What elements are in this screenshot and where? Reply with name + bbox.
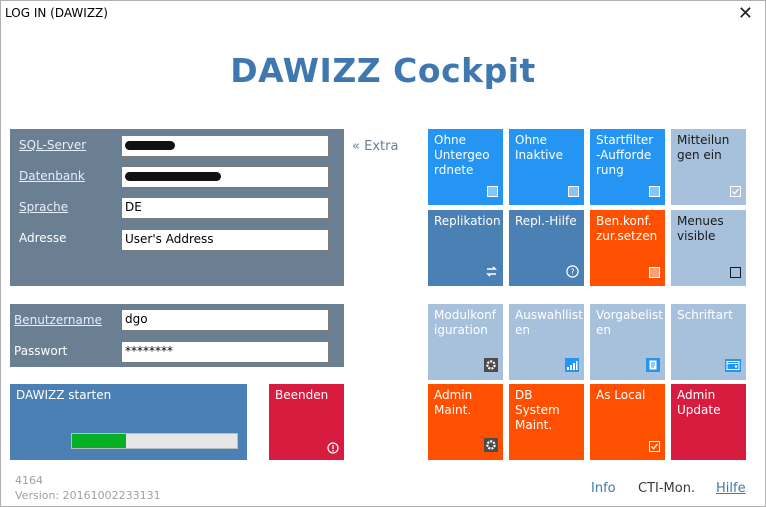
- tile-label: Vorgabelist en: [596, 308, 663, 337]
- tile-db-systemmaint[interactable]: DB System Maint.: [509, 384, 584, 460]
- signal-bars-icon: [565, 358, 579, 375]
- extra-label: Extra: [364, 139, 399, 154]
- build-code: 4164: [15, 474, 43, 487]
- tile-ohneuntergeordnete[interactable]: Ohne Untergeo rdnete: [428, 129, 503, 205]
- redacted-value: [125, 141, 175, 150]
- tile-mitteilungen-ein[interactable]: Mitteilun gen ein: [671, 129, 746, 205]
- checkbox-icon: [649, 267, 660, 281]
- username-input[interactable]: dgo: [121, 309, 329, 331]
- sql-server-label[interactable]: SQL-Server: [19, 138, 87, 152]
- tile-label: As Local: [596, 388, 646, 402]
- document-icon: [646, 358, 660, 375]
- tile-auswahllisten[interactable]: Auswahllist en: [509, 304, 584, 380]
- tile-label: Menues visible: [677, 214, 724, 243]
- progress-fill: [72, 434, 127, 448]
- checkbox-empty-icon: [730, 267, 741, 281]
- checkbox-icon: [568, 186, 579, 200]
- tile-vorgabelisten[interactable]: Vorgabelist en: [590, 304, 665, 380]
- start-label: DAWIZZ starten: [16, 388, 112, 402]
- close-icon[interactable]: ✕: [737, 3, 753, 24]
- quit-label: Beenden: [275, 388, 329, 402]
- tile-repl-hilfe[interactable]: Repl.-Hilfe?: [509, 210, 584, 286]
- tile-label: Ben.konf. zur.setzen: [596, 214, 658, 243]
- sql-server-input[interactable]: [121, 135, 329, 157]
- username-label[interactable]: Benutzername: [14, 313, 102, 327]
- info-link[interactable]: Info: [591, 481, 616, 496]
- tile-adminupdate[interactable]: Admin Update: [671, 384, 746, 460]
- app-title: DAWIZZ Cockpit: [230, 51, 536, 90]
- alert-circle-icon: [327, 442, 339, 454]
- database-input[interactable]: [121, 166, 329, 188]
- tile-adminmaint[interactable]: Admin Maint.: [428, 384, 503, 460]
- svg-text:?: ?: [570, 268, 574, 277]
- tile-replikation[interactable]: Replikation: [428, 210, 503, 286]
- window-icon: [725, 359, 741, 375]
- cti-mon-link[interactable]: CTI-Mon.: [638, 481, 696, 496]
- tile-startfilter-aufforderung[interactable]: Startfilter -Aufforde rung: [590, 129, 665, 205]
- tile-label: Admin Update: [677, 388, 721, 417]
- checkbox-icon: [649, 186, 660, 200]
- tile-schriftart[interactable]: Schriftart: [671, 304, 746, 380]
- redacted-value: [125, 172, 221, 181]
- address-input[interactable]: User's Address: [121, 229, 329, 251]
- tile-menuesvisible[interactable]: Menues visible: [671, 210, 746, 286]
- tile-label: Schriftart: [677, 308, 733, 322]
- tile-label: Replikation: [434, 214, 501, 228]
- gear-icon: [484, 438, 498, 455]
- tile-label: Mitteilun gen ein: [677, 133, 730, 162]
- tile-as-local[interactable]: As Local: [590, 384, 665, 460]
- tile-label: DB System Maint.: [515, 388, 560, 432]
- double-chevron-left-icon: «: [352, 139, 360, 154]
- help-link[interactable]: Hilfe: [716, 481, 746, 496]
- tile-ben-konf-zur-setzen[interactable]: Ben.konf. zur.setzen: [590, 210, 665, 286]
- credentials-panel: Benutzername dgo Passwort ********: [10, 304, 344, 367]
- extra-toggle[interactable]: « Extra: [352, 139, 398, 154]
- tile-label: Ohne Untergeo rdnete: [434, 133, 490, 177]
- tile-label: Auswahllist en: [515, 308, 583, 337]
- tile-label: Admin Maint.: [434, 388, 473, 417]
- start-button[interactable]: DAWIZZ starten: [10, 384, 247, 460]
- password-input[interactable]: ********: [121, 341, 329, 363]
- quit-button[interactable]: Beenden: [269, 384, 344, 460]
- tile-modulkonfiguration[interactable]: Modulkonf iguration: [428, 304, 503, 380]
- window-title: LOG IN (DAWIZZ): [5, 6, 108, 20]
- progress-bar: [71, 433, 238, 449]
- tile-label: Ohne Inaktive: [515, 133, 563, 162]
- password-label: Passwort: [14, 344, 68, 358]
- address-label: Adresse: [19, 231, 67, 245]
- language-input[interactable]: DE: [121, 197, 329, 219]
- gear-icon: [484, 358, 498, 375]
- check-icon: [730, 186, 741, 200]
- tile-label: Modulkonf iguration: [434, 308, 496, 337]
- checkbox-icon: [487, 186, 498, 200]
- help-circle-icon: ?: [566, 265, 579, 281]
- language-label[interactable]: Sprache: [19, 200, 69, 214]
- database-label[interactable]: Datenbank: [19, 169, 85, 183]
- tile-ohneinaktive[interactable]: Ohne Inaktive: [509, 129, 584, 205]
- connection-panel: SQL-Server Datenbank Sprache DE Adresse …: [10, 129, 344, 286]
- tile-label: Repl.-Hilfe: [515, 214, 577, 228]
- tile-label: Startfilter -Aufforde rung: [596, 133, 654, 177]
- version-text: Version: 20161002233131: [15, 489, 161, 502]
- check-icon: [649, 441, 660, 455]
- sync-arrows-icon: [485, 265, 498, 281]
